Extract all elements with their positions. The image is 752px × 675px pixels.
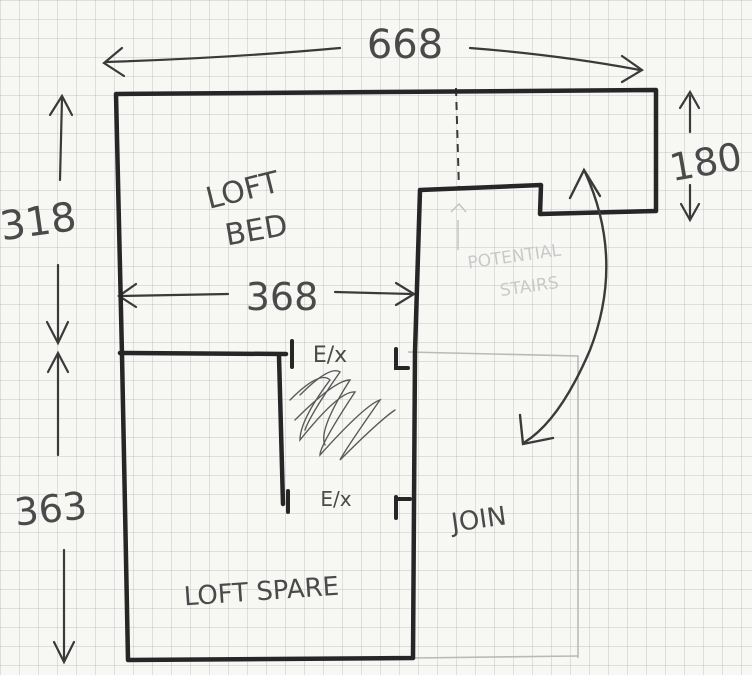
fixture-marks	[286, 339, 412, 520]
dimension-180	[678, 89, 701, 223]
loft-spare-label: LOFT SPARE	[183, 572, 340, 613]
corridor-wall	[276, 353, 286, 507]
ex-label-lower: E/x	[320, 487, 351, 511]
dimension-368-label: 368	[246, 275, 319, 319]
dashed-partition-line	[455, 87, 460, 191]
outer-wall	[113, 87, 659, 663]
dimension-363-label: 363	[12, 483, 89, 534]
dimension-318-label: 318	[0, 194, 79, 250]
dividing-wall	[117, 350, 289, 357]
potential-stairs-label-line2: STAIRS	[499, 273, 560, 301]
dimension-180-label: 180	[666, 134, 745, 190]
hatched-shading	[289, 370, 396, 461]
dimension-668-label: 668	[367, 22, 443, 68]
join-area-outline	[407, 351, 579, 659]
dimension-363	[46, 350, 76, 665]
curved-double-arrow	[518, 167, 608, 446]
floor-plan-walls	[113, 87, 659, 663]
potential-stairs-marker	[450, 202, 467, 250]
loft-bed-label-line1: LOFT	[202, 165, 283, 217]
loft-bed-label-line2: BED	[222, 208, 290, 253]
join-label: JOIN	[447, 501, 508, 539]
dimension-318	[45, 93, 74, 346]
potential-stairs-label-line1: POTENTIAL	[466, 241, 562, 274]
ex-label-upper: E/x	[313, 343, 347, 368]
dimension-668	[102, 46, 645, 84]
